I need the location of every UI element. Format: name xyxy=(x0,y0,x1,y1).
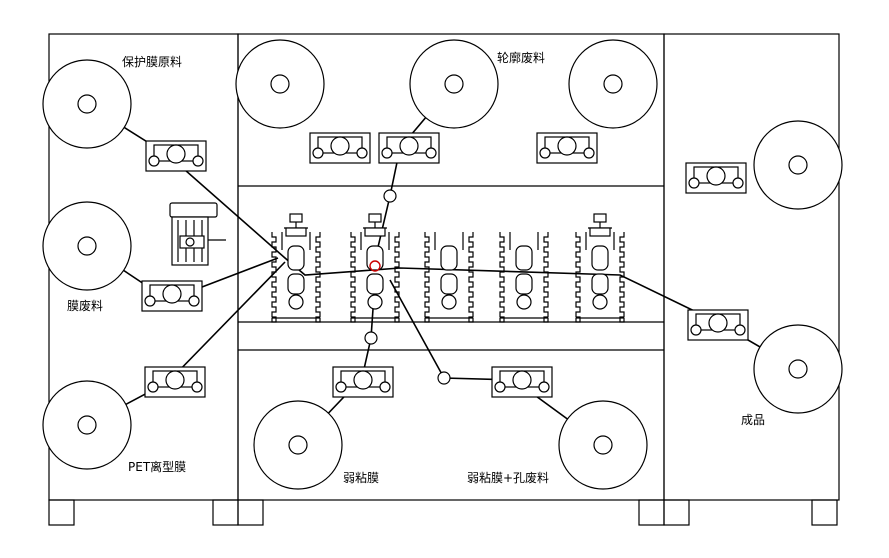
die-station xyxy=(350,213,400,323)
rolls xyxy=(42,39,843,490)
foot xyxy=(212,499,239,526)
foot xyxy=(811,499,838,526)
guide-roller xyxy=(383,189,397,203)
label-weak-hole-waste: 弱粘膜+孔废料 xyxy=(467,470,549,485)
roll-film-waste xyxy=(42,201,132,291)
roll-pet-release xyxy=(42,380,132,470)
roll-upper-right xyxy=(568,39,658,129)
die-highlight xyxy=(369,260,381,272)
nip-unit xyxy=(491,366,553,398)
nip-unit xyxy=(145,140,207,172)
roll-contour-waste xyxy=(409,39,499,129)
label-pet-release-film: PET离型膜 xyxy=(128,459,186,474)
guide-rollers xyxy=(364,189,451,385)
die-stations xyxy=(271,213,625,323)
die-station xyxy=(271,213,321,323)
web-path-weak-hole-waste xyxy=(389,279,604,446)
label-contour-waste: 轮廓废料 xyxy=(497,50,545,65)
nip-unit xyxy=(687,309,749,341)
nip-unit xyxy=(141,280,203,312)
label-film-waste: 膜废料 xyxy=(67,298,103,313)
roll-finished-product xyxy=(753,324,843,414)
nip-unit xyxy=(144,366,206,398)
nip-unit xyxy=(536,132,598,164)
roll-right-top xyxy=(753,120,843,210)
roll-protective-film xyxy=(42,59,132,149)
die-station xyxy=(575,213,625,323)
nip-unit xyxy=(309,132,371,164)
guide-roller xyxy=(437,371,451,385)
nip-unit xyxy=(378,132,440,164)
die-station xyxy=(499,232,549,323)
machine-frame xyxy=(48,33,840,526)
roll-upper-left xyxy=(235,39,325,129)
foot xyxy=(48,499,75,526)
foot xyxy=(638,499,665,526)
right-cabinet xyxy=(663,33,840,501)
die-station xyxy=(424,232,474,323)
nip-unit xyxy=(332,366,394,398)
roll-weak-film xyxy=(253,400,343,490)
roll-weak-hole-waste xyxy=(558,400,648,490)
label-protective-film: 保护膜原料 xyxy=(122,55,182,69)
label-weak-film: 弱粘膜 xyxy=(343,470,379,485)
nip-units xyxy=(141,132,749,398)
foot xyxy=(663,499,690,526)
label-finished-product: 成品 xyxy=(741,413,765,427)
foot xyxy=(237,499,264,526)
guide-roller xyxy=(364,331,378,345)
nip-unit xyxy=(685,162,747,194)
drive-unit xyxy=(169,202,226,266)
